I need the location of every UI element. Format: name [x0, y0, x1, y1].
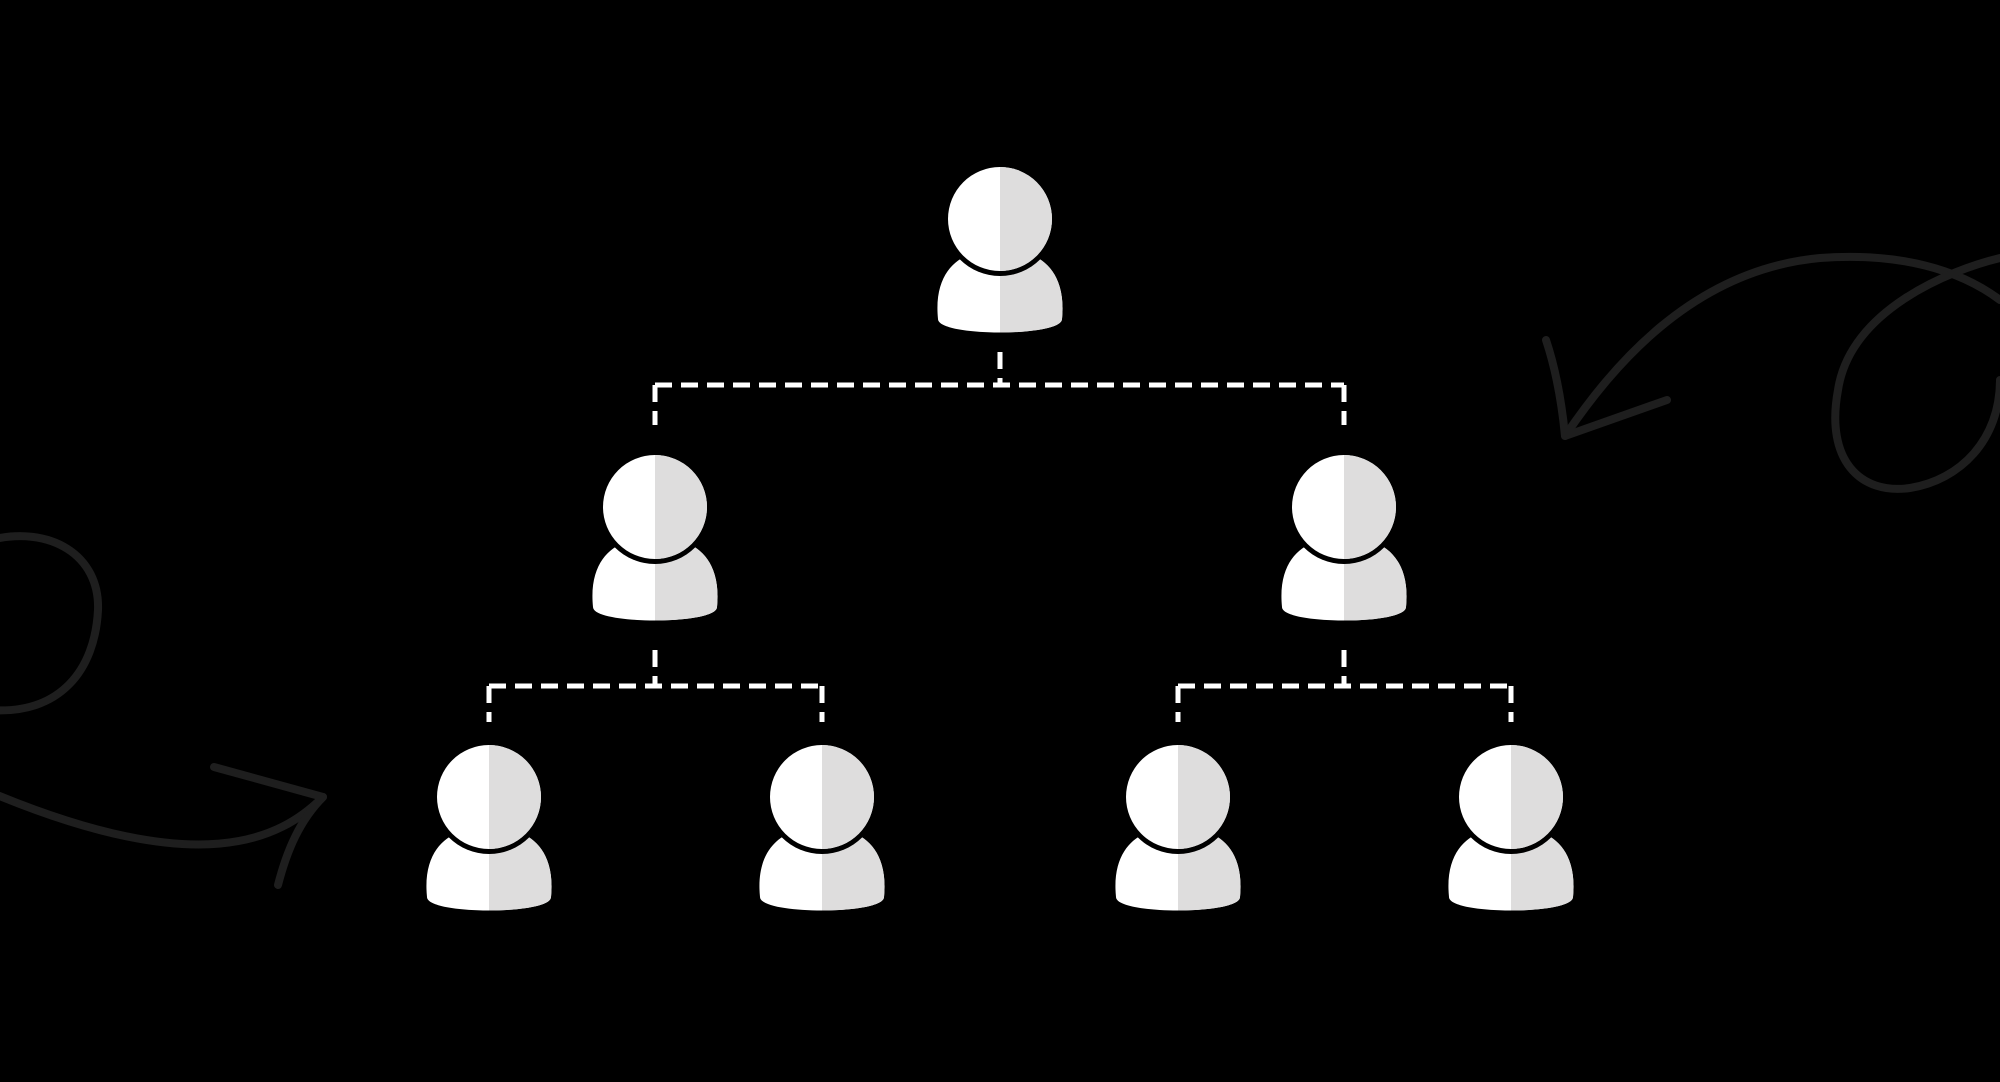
person-icon — [937, 162, 1063, 333]
looped-arrow-icon — [1831, 254, 2000, 493]
nodes — [426, 162, 1574, 911]
decorations — [0, 252, 2000, 889]
connectors — [486, 352, 1514, 722]
person-icon — [759, 740, 885, 911]
person-head-shade — [1344, 455, 1396, 559]
arrowhead-icon — [1542, 336, 1671, 440]
person-icon — [592, 450, 718, 621]
person-icon — [1115, 740, 1241, 911]
person-icon — [1448, 740, 1574, 911]
person-head-shade — [1511, 745, 1563, 849]
person-head-shade — [489, 745, 541, 849]
looped-arrow-icon — [0, 791, 327, 849]
person-icon — [1281, 450, 1407, 621]
person-head-shade — [822, 745, 874, 849]
person-head-shade — [1178, 745, 1230, 849]
looped-arrow-icon — [0, 532, 103, 715]
person-head-shade — [1000, 167, 1052, 271]
person-icon — [426, 740, 552, 911]
arrowhead-icon — [210, 763, 327, 889]
person-head-shade — [655, 455, 707, 559]
